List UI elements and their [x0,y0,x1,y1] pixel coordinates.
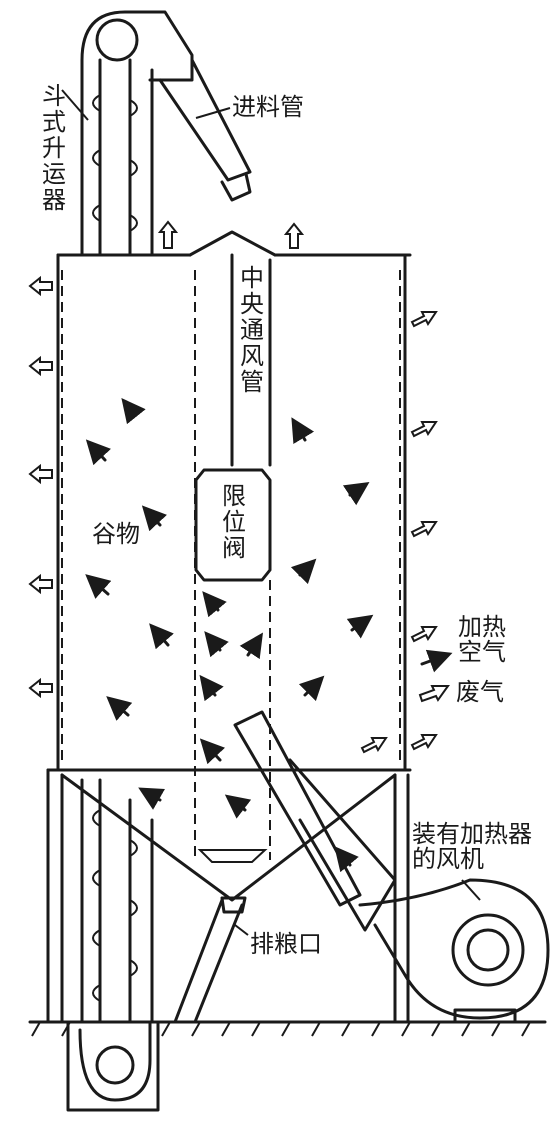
fan-with-heater-label: 装有加热器的风机 [412,820,532,874]
discharge-chute [173,896,247,1024]
bucket-elevator [80,10,194,1024]
bucket-elevator-label: 斗式升运器 [42,82,66,214]
airflow-arrows [85,397,374,873]
legend-symbols [418,649,453,703]
fan-assembly [233,710,550,1024]
heated-air-label: 加热空气 [458,613,506,667]
leader-lines [61,89,481,936]
elevator-pit [66,1020,160,1112]
ground [28,1020,547,1037]
central-duct-label: 中央通风管 [240,264,264,396]
feed-pipe [158,58,252,202]
limit-valve-label: 限位阀 [222,482,246,562]
exhaust-arrows [28,220,438,754]
feed-pipe-label: 进料管 [232,93,304,121]
central-duct [194,253,272,863]
exhaust-label: 废气 [456,678,504,706]
grain-label: 谷物 [92,520,140,548]
discharge-port-label: 排粮口 [250,930,322,958]
